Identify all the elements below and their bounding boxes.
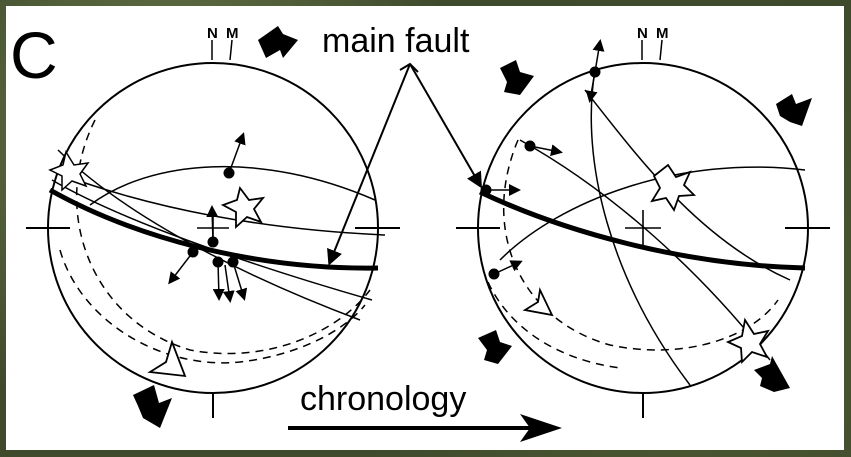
left-north-tick-m: [229, 39, 233, 61]
right-north-tick-m: [659, 39, 663, 61]
right-slip-arrow-1: [592, 39, 605, 73]
right-extension-arrow-ne: [776, 94, 812, 126]
main-fault-pointer-hook: [399, 62, 419, 73]
right-main-fault-trace: [478, 189, 806, 271]
right-dashed-circle-2: [487, 281, 621, 369]
left-great-circle-2: [57, 149, 361, 321]
right-sigma1-star: [650, 163, 697, 212]
right-north-m-label: M: [656, 25, 669, 42]
chronology-label: chronology: [300, 380, 466, 418]
left-great-circle-1: [51, 179, 373, 301]
main-fault-pointer-left: [327, 63, 411, 266]
right-great-circle-3: [519, 139, 771, 361]
left-slip-arrow-1: [228, 132, 246, 174]
right-slip-arrow-1b: [585, 71, 598, 103]
right-slip-arrow-4: [493, 260, 523, 275]
right-slip-arrow-2: [529, 144, 563, 157]
right-north-marks: N M: [637, 25, 669, 61]
left-sigma2-star-edge: [48, 150, 90, 192]
left-sigma3-triangle: [147, 339, 187, 378]
right-stereonet: [456, 39, 830, 418]
left-slip-arrow-4: [212, 261, 225, 301]
right-sigma3-triangle: [522, 287, 554, 317]
left-great-circle-4: [89, 165, 376, 206]
left-north-n-label: N: [207, 25, 218, 42]
left-north-marks: N M: [207, 25, 239, 61]
left-slip-arrow-3: [168, 251, 194, 285]
left-slip-arrow-6: [222, 264, 235, 303]
left-extension-arrow-ne: [258, 26, 298, 58]
left-dashed-circle-2: [59, 249, 366, 364]
panel-letter: C: [10, 18, 58, 92]
main-fault-pointer-right: [409, 63, 483, 189]
left-sigma1-star: [220, 185, 266, 230]
left-main-fault-trace: [48, 187, 379, 271]
right-great-circle-1: [590, 69, 691, 386]
left-slip-arrow-5: [232, 261, 248, 301]
right-sigma2-star: [725, 317, 770, 365]
figure-panel: [6, 6, 844, 450]
left-extension-arrow-sw: [133, 385, 172, 428]
right-great-circle-2: [499, 166, 806, 261]
right-dashed-circle-1: [503, 139, 779, 351]
right-compression-arrow-nw: [500, 60, 534, 95]
main-fault-pointers: [327, 62, 483, 266]
left-great-circle-3: [49, 169, 386, 236]
right-compression-arrow-se: [754, 356, 790, 392]
right-extension-arrow-sw: [478, 330, 512, 364]
main-fault-label: main fault: [322, 22, 470, 60]
left-slip-arrow-2: [206, 205, 219, 243]
chronology-arrow-head: [520, 414, 562, 442]
left-dashed-circle-1: [75, 119, 371, 355]
left-stereonet: [26, 62, 400, 418]
right-north-n-label: N: [637, 25, 648, 42]
left-north-m-label: M: [226, 25, 239, 42]
